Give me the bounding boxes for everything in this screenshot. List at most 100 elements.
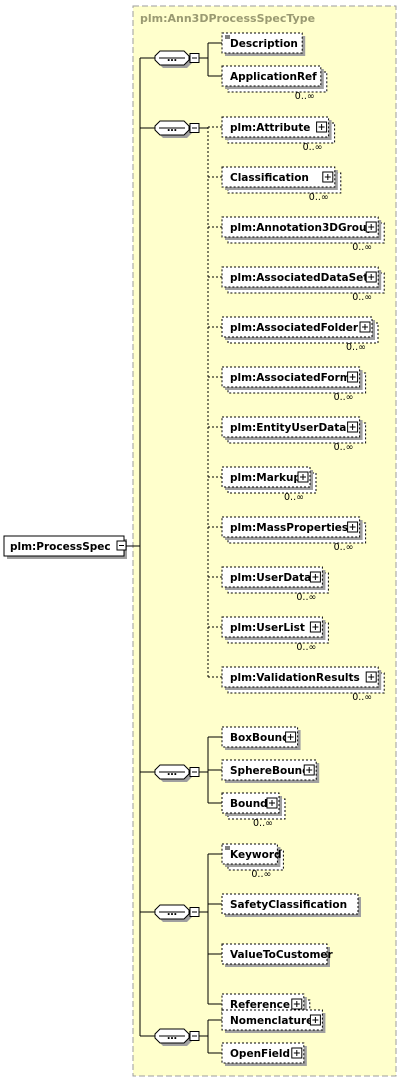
element-box[interactable]: [221, 32, 303, 54]
sequence-icon: …: [167, 1031, 177, 1042]
expand-icon[interactable]: [285, 731, 297, 743]
cardinality-label: 0..∞: [284, 492, 304, 503]
element-label: plm:MassProperties: [230, 522, 348, 534]
element-box[interactable]: [221, 316, 373, 338]
element-box[interactable]: [221, 566, 323, 588]
element-safetyclassification[interactable]: SafetyClassification: [221, 893, 361, 917]
element-box[interactable]: [221, 65, 322, 87]
sequence-icon: …: [167, 767, 177, 778]
element-box[interactable]: [221, 759, 317, 781]
root-element[interactable]: plm:ProcessSpec: [3, 535, 127, 559]
element-box[interactable]: [221, 726, 299, 748]
expand-icon[interactable]: [291, 998, 303, 1010]
element-box[interactable]: [221, 943, 328, 965]
element-box[interactable]: [221, 216, 379, 238]
root-collapse-icon[interactable]: [116, 540, 127, 551]
element-label: plm:Annotation3DGroup: [230, 222, 374, 234]
expand-icon[interactable]: [309, 571, 321, 583]
expand-icon[interactable]: [309, 1014, 321, 1026]
cardinality-label: 0..∞: [253, 818, 273, 829]
element-box[interactable]: [221, 416, 361, 438]
element-box[interactable]: [221, 616, 323, 638]
expand-icon[interactable]: [365, 671, 377, 683]
element-label: plm:UserList: [230, 622, 305, 634]
cardinality-label: 0..∞: [346, 342, 366, 353]
element-boxbound[interactable]: BoxBound: [221, 726, 301, 750]
element-label: ValueToCustomer: [230, 949, 334, 961]
element-box[interactable]: [221, 466, 311, 488]
element-label: Bound: [230, 798, 268, 810]
expand-icon[interactable]: [359, 321, 371, 333]
element-box[interactable]: [221, 516, 361, 538]
sequence-collapse-icon[interactable]: [189, 1031, 200, 1041]
expand-icon[interactable]: [309, 621, 321, 633]
element-box[interactable]: [221, 166, 336, 188]
element-box[interactable]: [221, 366, 361, 388]
cardinality-label: 0..∞: [352, 242, 372, 253]
element-box[interactable]: [221, 266, 379, 288]
element-label: Reference: [230, 999, 290, 1011]
cardinality-label: 0..∞: [296, 642, 316, 653]
sequence-collapse-icon[interactable]: [189, 123, 200, 133]
complex-type-title: plm:Ann3DProcessSpecType: [140, 12, 315, 25]
element-box[interactable]: [221, 666, 379, 688]
expand-icon[interactable]: [365, 221, 377, 233]
element-applicationref[interactable]: ApplicationRef 0..∞: [221, 65, 328, 102]
expand-icon[interactable]: [365, 271, 377, 283]
element-annotation3dgroup[interactable]: plm:Annotation3DGroup 0..∞: [221, 216, 385, 253]
element-valuetocustomer[interactable]: ValueToCustomer: [221, 943, 334, 967]
element-box[interactable]: [221, 1009, 323, 1031]
element-box[interactable]: [221, 843, 278, 865]
element-box[interactable]: [221, 1042, 305, 1064]
sequence-collapse-icon[interactable]: [189, 767, 200, 777]
element-label: Classification: [230, 172, 309, 184]
cardinality-label: 0..∞: [352, 692, 372, 703]
element-label: OpenField: [230, 1048, 290, 1060]
element-box[interactable]: [221, 993, 305, 1015]
expand-icon[interactable]: [316, 121, 328, 133]
element-nomenclature[interactable]: Nomenclature: [221, 1009, 326, 1033]
element-box[interactable]: [221, 792, 280, 814]
cardinality-label: 0..∞: [295, 91, 315, 102]
cardinality-label: 0..∞: [334, 392, 354, 403]
element-box[interactable]: [221, 893, 359, 915]
cardinality-label: 0..∞: [303, 142, 323, 153]
element-openfield[interactable]: OpenField: [221, 1042, 307, 1066]
expand-icon[interactable]: [303, 764, 315, 776]
element-label: plm:AssociatedDataSet: [230, 272, 368, 284]
sequence-collapse-icon[interactable]: [189, 907, 200, 917]
expand-icon[interactable]: [291, 1047, 303, 1059]
expand-icon[interactable]: [322, 171, 334, 183]
expand-icon[interactable]: [347, 421, 359, 433]
element-label: Keyword: [230, 849, 282, 861]
sequence-collapse-icon[interactable]: [189, 53, 200, 63]
element-associatedfolder[interactable]: plm:AssociatedFolder 0..∞: [221, 316, 379, 353]
element-label: ApplicationRef: [230, 71, 317, 83]
expand-icon[interactable]: [347, 521, 359, 533]
element-label: plm:AssociatedFolder: [230, 322, 359, 334]
expand-icon[interactable]: [266, 797, 278, 809]
element-description[interactable]: Description: [221, 32, 306, 56]
expand-icon[interactable]: [297, 471, 309, 483]
element-reference[interactable]: Reference0..∞: [221, 993, 311, 1030]
expand-icon[interactable]: [347, 371, 359, 383]
sequence-group-2: …plm:Attribute0..∞Classification0..∞plm:…: [154, 116, 385, 703]
cardinality-label: 0..∞: [251, 869, 271, 880]
element-spherebound[interactable]: SphereBound: [221, 759, 320, 783]
element-box[interactable]: [221, 116, 330, 138]
element-bound[interactable]: Bound 0..∞: [221, 792, 286, 829]
element-userlist[interactable]: plm:UserList 0..∞: [221, 616, 329, 653]
element-keyword[interactable]: Keyword 0..∞: [221, 843, 284, 880]
element-label: plm:UserData: [230, 572, 311, 584]
